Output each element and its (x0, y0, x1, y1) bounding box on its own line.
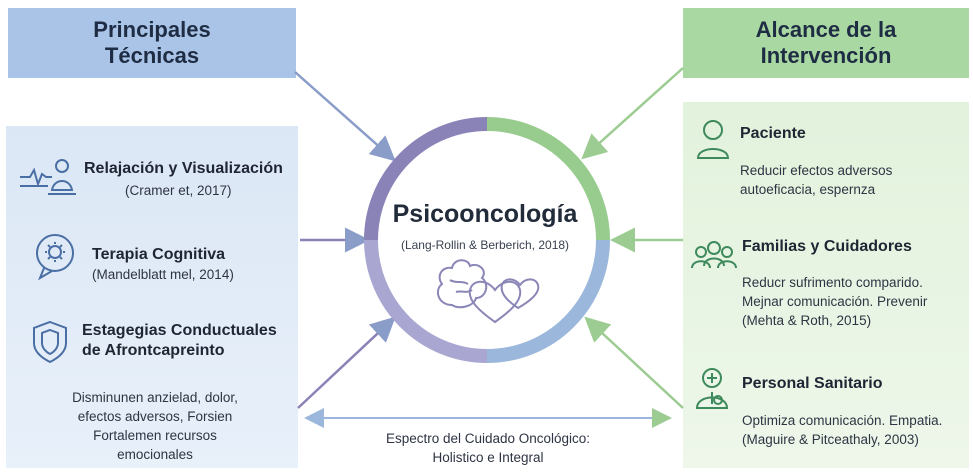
technique-cognitive-title: Terapia Cognitiva (92, 246, 226, 263)
scope-patient-text: Reducir efectos adversos autoeficacia, e… (740, 161, 892, 199)
spectrum-line-1: Espectro del Cuidado Oncológico: (385, 431, 591, 446)
center-citation: (Lang-Rollin & Berberich, 2018) (400, 238, 570, 252)
cognitive-head-icon (36, 234, 74, 281)
patient-icon (696, 120, 730, 159)
technique-relaxation-title: Relajación y Visualización (84, 160, 283, 177)
spectrum-line-2: Holistico e Integral (432, 450, 544, 465)
brain-hearts-icon (436, 259, 540, 324)
scope-panel (683, 102, 969, 468)
scope-staff-title: Personal Sanitario (742, 375, 883, 392)
family-icon (691, 241, 737, 269)
arrow-staff (584, 316, 684, 409)
arrow-behavioral (297, 316, 396, 409)
summary-line: emocionales (117, 447, 193, 462)
scope-line: autoeficacia, espernza (740, 182, 876, 197)
technique-behavioral-title-2: de Afrontcapreinto (82, 342, 225, 359)
arrow-scope-header (581, 67, 684, 160)
summary-line: Fortalemen recursos (93, 428, 217, 443)
scope-line: Reducr sufrimento comparido. (742, 275, 923, 290)
relaxation-icon (20, 159, 76, 195)
techniques-summary: Disminunen anzielad, dolor, efectos adve… (20, 388, 290, 464)
technique-relaxation-citation: (Cramer et, 2017) (125, 183, 232, 198)
scope-families-title: Familias y Cuidadores (742, 238, 912, 255)
summary-line: efectos adversos, Forsien (77, 409, 233, 424)
scope-patient-title: Paciente (740, 125, 806, 142)
technique-behavioral-title-1: Estagegias Conductuales (82, 322, 277, 339)
summary-line: Disminunen anzielad, dolor, (72, 390, 238, 405)
scope-line: Reducir efectos adversos (740, 163, 893, 178)
shield-icon (33, 320, 67, 364)
arrow-techniques-header (294, 71, 396, 162)
spectrum-label: Espectro del Cuidado Oncológico: Holisti… (338, 429, 638, 467)
health-staff-icon (695, 368, 729, 409)
scope-line: Mejnar comunicación. Prevenir (742, 294, 928, 309)
scope-line: (Maguire & Pitceathaly, 2003) (742, 432, 919, 447)
center-title: Psicooncología (392, 200, 578, 228)
scope-families-text: Reducr sufrimento comparido. Mejnar comu… (742, 273, 927, 330)
technique-cognitive-citation: (Mandelblatt mel, 2014) (92, 267, 234, 282)
scope-line: (Mehta & Roth, 2015) (742, 313, 872, 328)
scope-line: Optimiza comunicación. Empatia. (742, 413, 943, 428)
scope-staff-text: Optimiza comunicación. Empatia. (Maguire… (742, 411, 942, 449)
psychooncology-ring (364, 117, 610, 363)
